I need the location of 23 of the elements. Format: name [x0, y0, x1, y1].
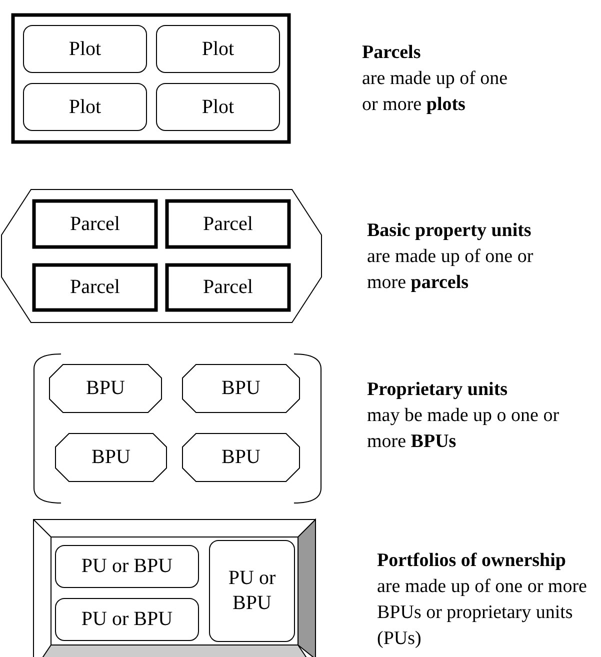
node-label: Parcel	[203, 275, 253, 300]
description-text: are made up of one or more BPUs or proprietary units (PUs)	[377, 575, 588, 651]
node-label: Parcel	[70, 275, 120, 300]
description-heading: Basic property units	[367, 219, 532, 243]
node-label: BPU	[222, 445, 260, 470]
description-heading: Proprietary units	[367, 378, 509, 402]
node-label: Parcel	[203, 212, 253, 236]
node-label: PU or BPU	[81, 607, 173, 632]
node-label: Plot	[202, 94, 234, 120]
node-label: Plot	[68, 94, 102, 120]
node-label: BPU	[92, 445, 130, 470]
description-heading: Portfolios of ownership	[377, 549, 567, 573]
node-label: PU or BPU	[227, 566, 277, 616]
description-text: are made up of one or more plots	[362, 67, 509, 117]
node-label: Plot	[68, 36, 102, 62]
node-label: BPU	[222, 376, 260, 401]
node-label: PU or BPU	[81, 554, 173, 579]
node-label: BPU	[86, 376, 125, 401]
node-label: Plot	[202, 36, 234, 62]
description-text: are made up of one or more parcels	[367, 245, 534, 295]
description-heading: Parcels	[362, 41, 422, 65]
node-label: Parcel	[70, 212, 120, 236]
description-text: may be made up o one or more BPUs	[367, 404, 560, 454]
